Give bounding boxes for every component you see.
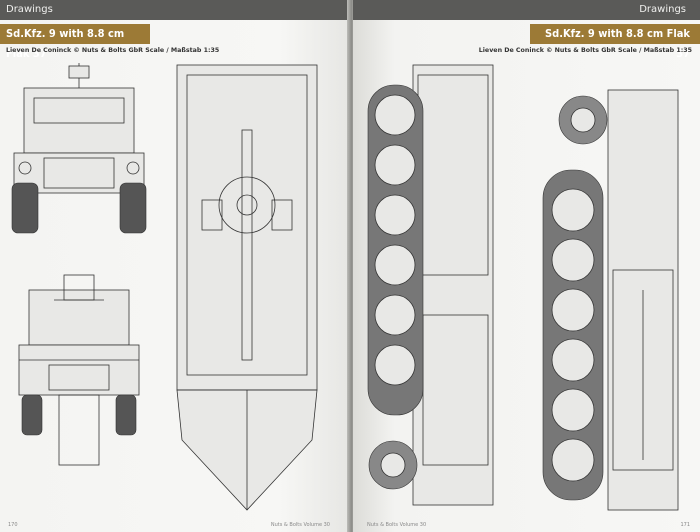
page-title: Sd.Kfz. 9 with 8.8 cm Flak 37 bbox=[545, 27, 690, 60]
section-label: Drawings bbox=[6, 4, 53, 15]
rear-view-drawing bbox=[18, 274, 140, 466]
side-view-drawing-left bbox=[367, 64, 494, 506]
title-band: Sd.Kfz. 9 with 8.8 cm Flak 37 bbox=[0, 24, 150, 60]
page-footer: Nuts & Bolts Volume 30 bbox=[367, 522, 427, 528]
title-band: Sd.Kfz. 9 with 8.8 cm Flak 37 bbox=[530, 24, 700, 60]
side-view-drawing-right bbox=[542, 89, 679, 511]
section-header: Drawings bbox=[0, 0, 350, 20]
left-page: Drawings Sd.Kfz. 9 with 8.8 cm Flak 37 L… bbox=[0, 0, 350, 532]
section-header: Drawings bbox=[353, 0, 700, 20]
section-label: Drawings bbox=[639, 4, 686, 15]
page-footer: Nuts & Bolts Volume 30 bbox=[270, 522, 330, 528]
drawing-credit: Lieven De Coninck © Nuts & Bolts GbR Sca… bbox=[478, 47, 692, 54]
right-page: Drawings Sd.Kfz. 9 with 8.8 cm Flak 37 L… bbox=[353, 0, 700, 532]
page-number: 170 bbox=[8, 522, 18, 528]
drawing-credit: Lieven De Coninck © Nuts & Bolts GbR Sca… bbox=[6, 47, 220, 54]
top-view-drawing bbox=[176, 64, 318, 511]
front-view-drawing bbox=[11, 63, 147, 234]
book-gutter bbox=[347, 0, 356, 532]
page-title: Sd.Kfz. 9 with 8.8 cm Flak 37 bbox=[6, 27, 125, 60]
page-number: 171 bbox=[680, 522, 690, 528]
